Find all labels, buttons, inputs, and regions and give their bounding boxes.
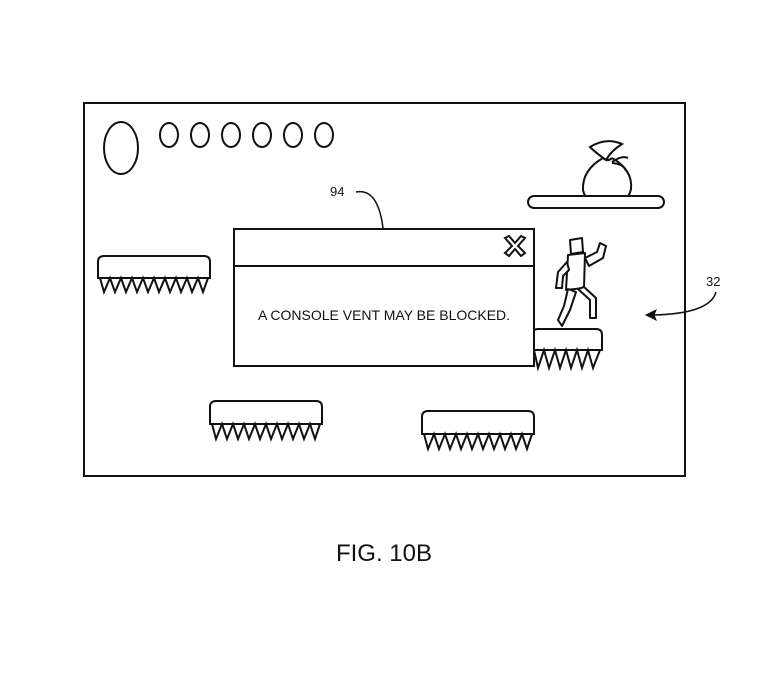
- arrowhead: [644, 308, 657, 322]
- ledge-platform: [527, 195, 665, 209]
- figure-caption: FIG. 10B: [336, 540, 432, 567]
- leader-line-dialog: [355, 190, 384, 229]
- running-character-icon: [555, 237, 607, 327]
- hud-indicator: [221, 122, 241, 148]
- leader-arrow-screen: [651, 291, 717, 316]
- hud-indicator: [159, 122, 179, 148]
- hud-indicator: [314, 122, 334, 148]
- ref-label-dialog: 94: [330, 184, 344, 199]
- spiked-platform-icon: [209, 400, 323, 443]
- ref-label-screen: 32: [706, 274, 720, 289]
- hud-indicator: [252, 122, 272, 148]
- hud-large-indicator: [103, 121, 139, 175]
- dialog-box: [233, 228, 535, 367]
- dialog-message: A CONSOLE VENT MAY BE BLOCKED.: [258, 307, 510, 323]
- spiked-platform-icon: [97, 255, 211, 295]
- spiked-platform-icon: [421, 410, 535, 453]
- hud-indicator: [190, 122, 210, 148]
- hud-indicators: [103, 121, 334, 175]
- hud-indicator: [283, 122, 303, 148]
- error-dialog: A CONSOLE VENT MAY BE BLOCKED.: [233, 228, 535, 367]
- close-x-icon[interactable]: [500, 233, 528, 261]
